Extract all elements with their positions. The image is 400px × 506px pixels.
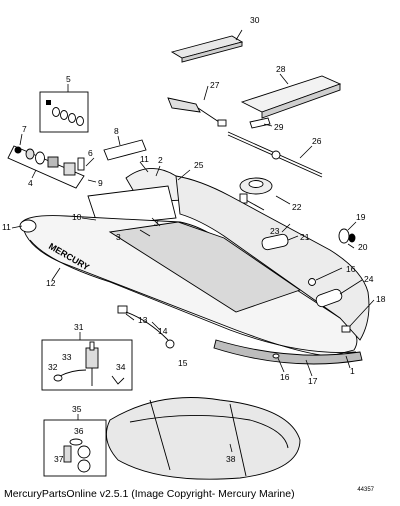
callout-33: 33	[62, 352, 72, 362]
repair-kit-box	[43, 419, 107, 477]
callout-14: 14	[158, 326, 168, 336]
seat-cushion-30	[170, 35, 244, 63]
callout-12: 12	[46, 278, 56, 288]
o-rings-5	[46, 100, 84, 126]
valve-assembly	[7, 145, 85, 189]
callout-25: 25	[194, 160, 204, 170]
repair-patch-8	[103, 139, 147, 161]
callout-9: 9	[98, 178, 103, 188]
callout-31: 31	[74, 322, 84, 332]
callout-19: 19	[356, 212, 366, 222]
callout-34: 34	[116, 362, 126, 372]
callout-27: 27	[210, 80, 220, 90]
callout-28: 28	[276, 64, 286, 74]
valve-cap-13	[117, 305, 175, 349]
callout-17: 17	[308, 376, 318, 386]
callout-16-upper: 16	[346, 264, 356, 274]
foot-pump-33	[53, 341, 125, 386]
callout-10: 10	[72, 212, 82, 222]
callout-11-top: 11	[140, 154, 149, 164]
callout-4: 4	[28, 178, 33, 188]
callout-3-left: 3	[116, 232, 121, 242]
callout-32: 32	[48, 362, 58, 372]
callout-29: 29	[274, 122, 284, 132]
o-ring-kit-box	[39, 91, 89, 133]
callout-30: 30	[250, 15, 260, 25]
callout-15: 15	[178, 358, 188, 368]
callout-8: 8	[114, 126, 119, 136]
callout-24: 24	[364, 274, 374, 284]
callout-18: 18	[376, 294, 386, 304]
callout-21: 21	[300, 232, 310, 242]
callout-7: 7	[22, 124, 27, 134]
callout-3-right: 3	[154, 218, 159, 228]
callout-35: 35	[72, 404, 82, 414]
callout-20: 20	[358, 242, 368, 252]
callout-6: 6	[88, 148, 93, 158]
storage-bag-38	[105, 397, 301, 480]
inflatable-boat-hull: MERCURY	[19, 168, 370, 365]
seat-28	[240, 75, 342, 119]
drawing-code: 44357	[357, 487, 374, 493]
callout-22: 22	[292, 202, 302, 212]
callout-2: 2	[158, 155, 163, 165]
callout-36: 36	[74, 426, 84, 436]
inflation-valve-19	[338, 228, 356, 244]
callout-11-left: 11	[2, 222, 11, 232]
repair-kit-items	[63, 438, 91, 473]
callout-37: 37	[54, 454, 64, 464]
floor-rod-26	[227, 131, 323, 178]
callout-16-lower: 16	[280, 372, 290, 382]
callout-26: 26	[312, 136, 322, 146]
callout-5: 5	[66, 74, 71, 84]
callout-13: 13	[138, 315, 148, 325]
oar-27	[167, 97, 227, 127]
callout-23: 23	[270, 226, 280, 236]
callout-38: 38	[226, 454, 236, 464]
copyright-footer: MercuryPartsOnline v2.5.1 (Image Copyrig…	[4, 488, 295, 500]
callout-1: 1	[350, 366, 355, 376]
seat-strap-29	[249, 117, 271, 129]
oarlock-22	[239, 177, 273, 211]
